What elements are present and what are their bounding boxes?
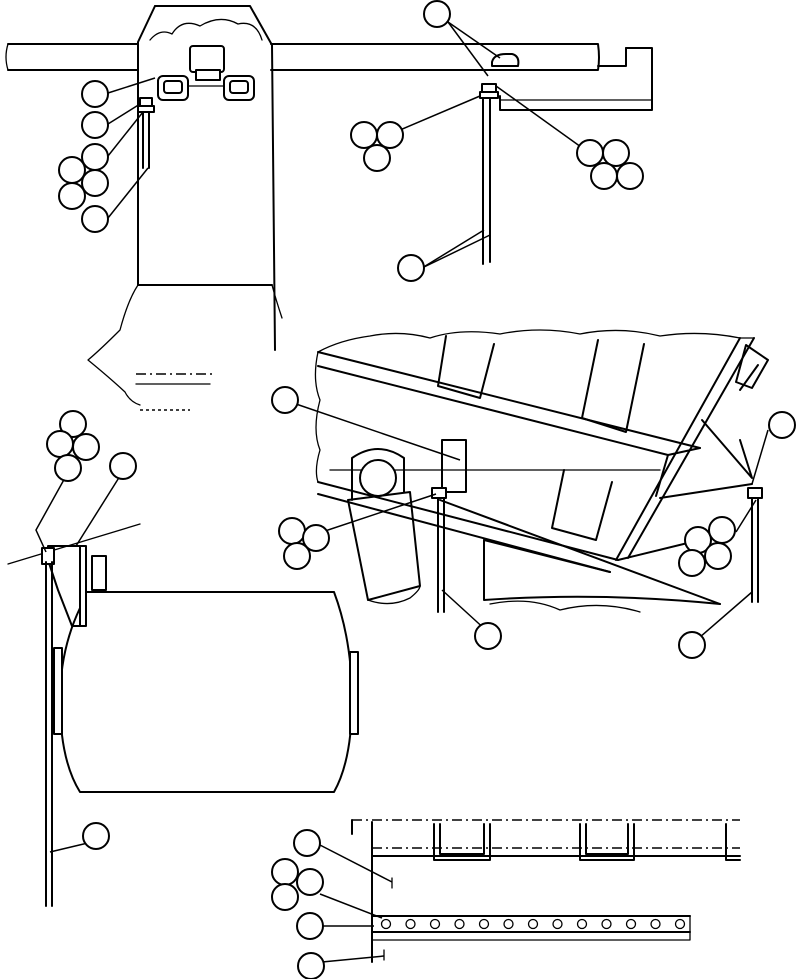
callout[interactable]: [81, 205, 109, 233]
callout[interactable]: [81, 143, 109, 171]
callout[interactable]: [397, 254, 425, 282]
callout[interactable]: [81, 80, 109, 108]
callout[interactable]: [109, 452, 137, 480]
callout[interactable]: [708, 516, 736, 544]
top-right-view: [479, 43, 653, 265]
strip-hole: [503, 918, 514, 930]
strip-hole: [429, 918, 441, 930]
callout[interactable]: [81, 169, 109, 197]
callout[interactable]: [297, 952, 325, 979]
left-tank-view: [7, 523, 359, 907]
callout[interactable]: [616, 162, 644, 190]
callout[interactable]: [423, 0, 451, 28]
callout[interactable]: [58, 156, 86, 184]
bottom-panel-callouts: [271, 829, 393, 979]
top-left-view: [5, 5, 501, 411]
callout[interactable]: [296, 912, 324, 940]
callout[interactable]: [678, 631, 706, 659]
callout[interactable]: [271, 858, 299, 886]
top-right-callouts: [350, 0, 644, 282]
callout[interactable]: [54, 454, 82, 482]
hole-strip: [380, 918, 686, 930]
left-tank-callouts: [35, 410, 137, 853]
strip-hole: [601, 918, 612, 930]
strip-hole: [478, 918, 490, 930]
strip-hole: [380, 918, 392, 930]
callout[interactable]: [72, 433, 100, 461]
callout[interactable]: [58, 182, 86, 210]
callout[interactable]: [376, 121, 404, 149]
callout[interactable]: [271, 386, 299, 414]
callout[interactable]: [81, 111, 109, 139]
callout[interactable]: [590, 162, 618, 190]
middle-right-callouts: [271, 386, 796, 659]
callout[interactable]: [474, 622, 502, 650]
strip-hole: [527, 918, 539, 930]
callout[interactable]: [350, 121, 378, 149]
callout[interactable]: [293, 829, 321, 857]
callout[interactable]: [302, 524, 330, 552]
strip-hole: [650, 918, 661, 930]
callout[interactable]: [296, 868, 324, 896]
strip-hole: [674, 918, 686, 930]
callout[interactable]: [704, 542, 732, 570]
callout[interactable]: [576, 139, 604, 167]
callout[interactable]: [602, 139, 630, 167]
strip-hole: [625, 918, 637, 930]
callout[interactable]: [59, 410, 87, 438]
callout[interactable]: [46, 430, 74, 458]
callout[interactable]: [768, 411, 796, 439]
callout[interactable]: [271, 883, 299, 911]
middle-right-view: [314, 329, 769, 613]
bottom-panel-view: [351, 819, 741, 963]
strip-hole: [454, 918, 465, 930]
callout[interactable]: [363, 144, 391, 172]
callout[interactable]: [283, 542, 311, 570]
top-left-callouts: [58, 77, 156, 233]
callout[interactable]: [678, 549, 706, 577]
callout[interactable]: [82, 822, 110, 850]
strip-hole: [576, 918, 588, 930]
callout[interactable]: [278, 517, 306, 545]
strip-hole: [405, 918, 416, 930]
strip-hole: [552, 918, 563, 930]
